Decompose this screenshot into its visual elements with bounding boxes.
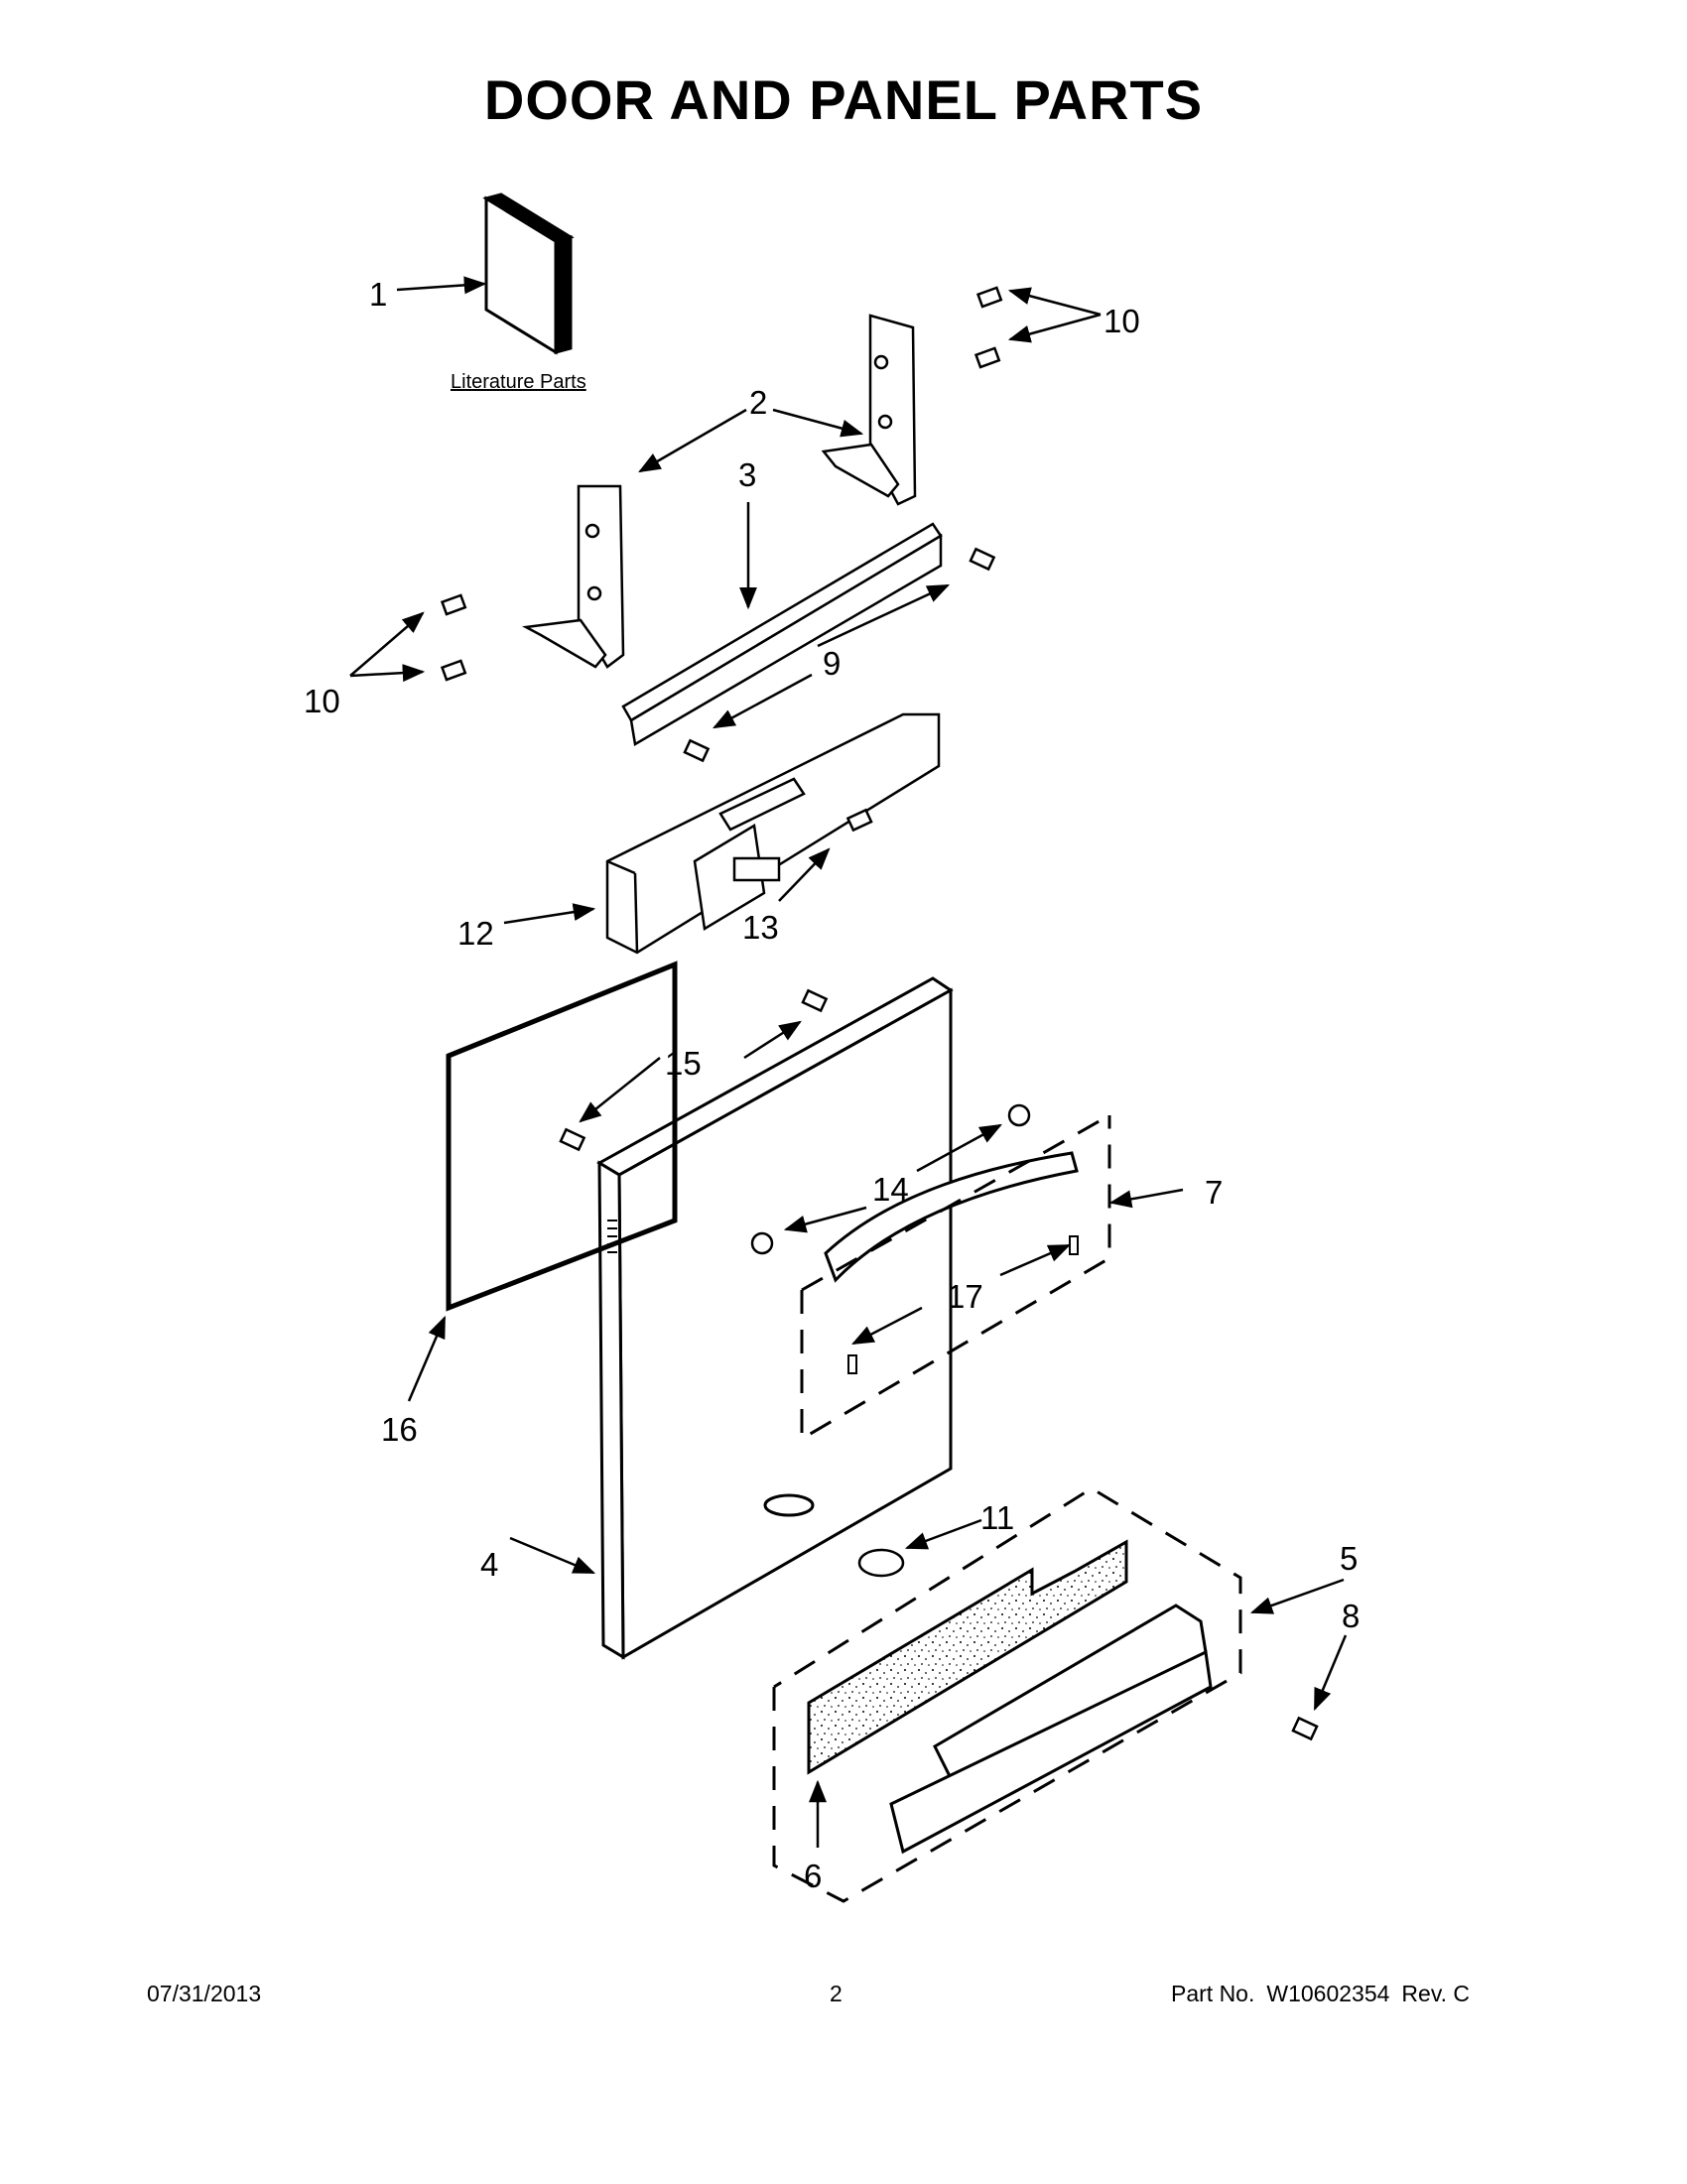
callout-9: 9	[823, 645, 841, 682]
part-1-literature-booklet	[482, 193, 575, 355]
callout-8: 8	[1342, 1598, 1360, 1634]
part-3-top-channel	[621, 522, 943, 746]
part-7-handle-assembly	[800, 1113, 1111, 1442]
callout-6: 6	[804, 1858, 822, 1894]
part-2-right-bracket	[821, 314, 917, 506]
callout-5: 5	[1340, 1540, 1358, 1577]
callout-4: 4	[480, 1546, 498, 1583]
callout-11: 11	[980, 1499, 1014, 1536]
callout-3: 3	[738, 456, 756, 493]
part-11-plug	[857, 1548, 905, 1578]
callout-2: 2	[749, 384, 767, 421]
screws	[440, 286, 1319, 1741]
callout-7: 7	[1205, 1174, 1223, 1211]
callout-10-upper: 10	[1103, 303, 1140, 339]
part-5-toe-panel-assembly	[772, 1486, 1242, 1903]
part-16-insulation-sheet	[446, 961, 678, 1312]
revision: Rev. C	[1401, 1981, 1471, 2006]
callout-10-lower: 10	[304, 683, 340, 719]
callout-13: 13	[742, 909, 779, 946]
part-4-outer-door-panel	[595, 976, 954, 1660]
footer-page-number: 2	[830, 1981, 843, 2006]
callout-1: 1	[369, 276, 387, 313]
callout-15: 15	[665, 1045, 702, 1082]
callout-16: 16	[381, 1411, 418, 1448]
part-14-handle-mounts	[750, 1103, 1031, 1255]
footer-date: 07/31/2013	[147, 1981, 262, 2006]
callout-14: 14	[872, 1171, 909, 1208]
leader-lines	[349, 276, 1348, 1848]
part-number-value: W10602354	[1266, 1981, 1390, 2006]
part-12-control-console	[605, 712, 941, 955]
callout-17: 17	[947, 1278, 983, 1315]
part-2-left-bracket	[521, 484, 625, 669]
literature-parts-label: Literature Parts	[451, 371, 586, 393]
footer-part-number: Part No. W10602354 Rev. C	[1159, 1981, 1470, 2007]
page-title: DOOR AND PANEL PARTS	[483, 68, 1204, 131]
callout-12: 12	[457, 915, 494, 952]
part-number-label: Part No.	[1171, 1981, 1255, 2006]
